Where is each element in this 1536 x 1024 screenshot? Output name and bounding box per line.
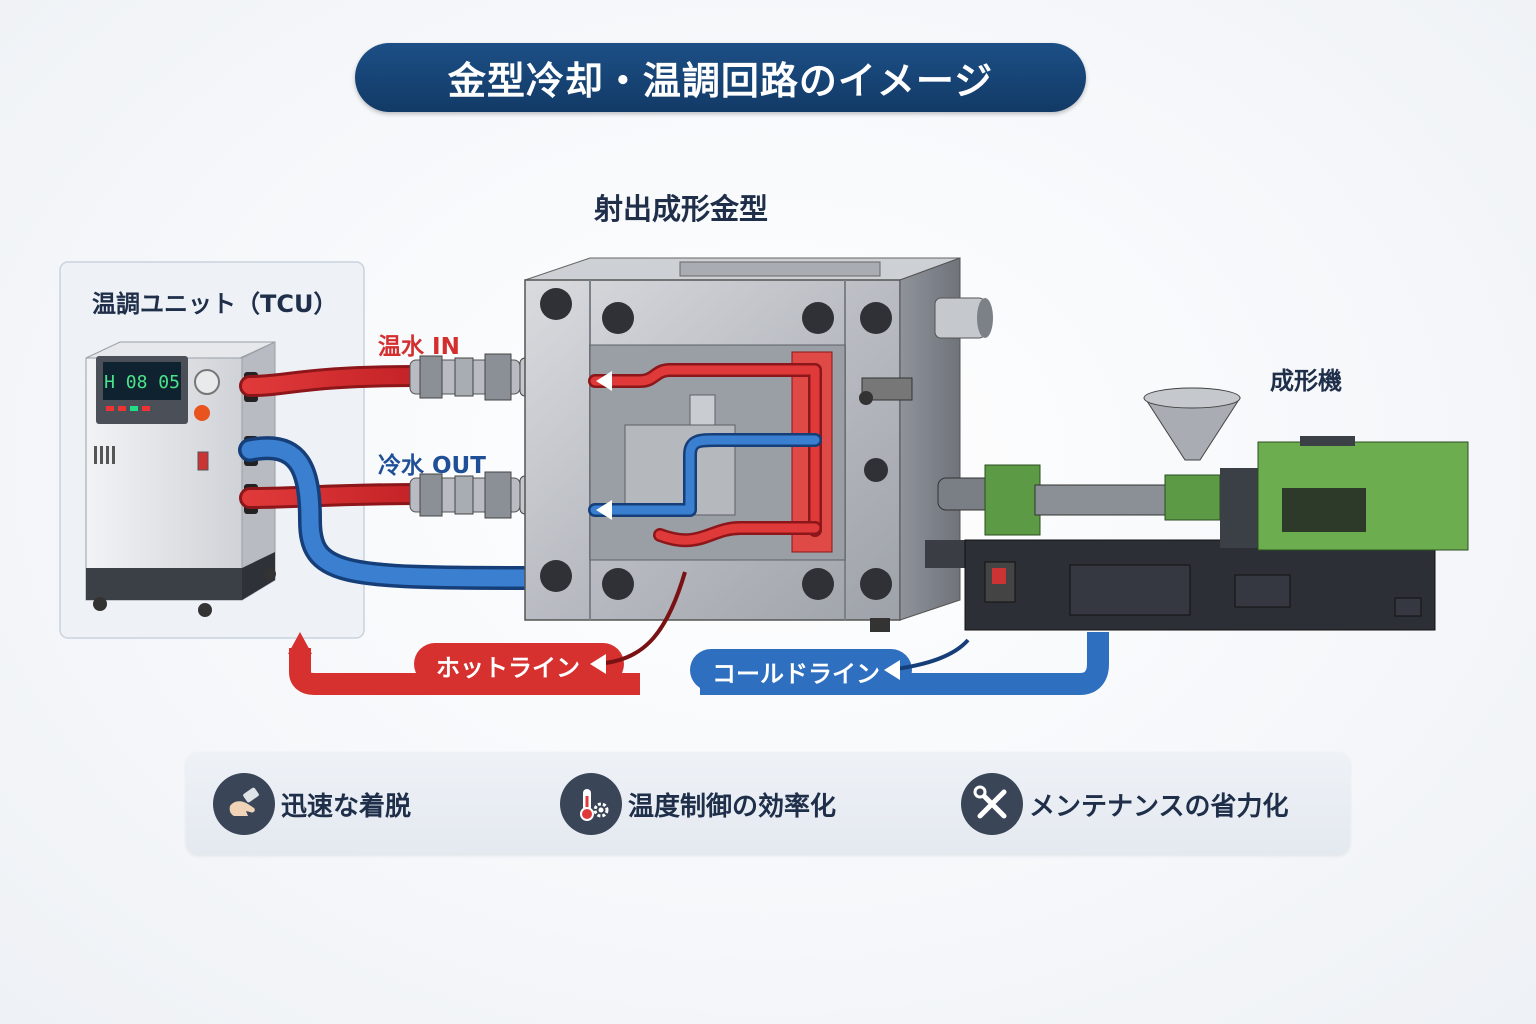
feature-quick-coupling: 迅速な着脱: [213, 773, 411, 835]
feature-maintenance: メンテナンスの省力化: [961, 773, 1288, 835]
mold-label: 射出成形金型: [594, 192, 769, 226]
feature-label: メンテナンスの省力化: [1029, 791, 1289, 822]
wrench-screwdriver-icon: [961, 773, 1023, 835]
tcu-display-readout: H 08 05: [104, 372, 180, 393]
hand-coupler-icon: [213, 773, 275, 835]
cold-line-label: コールドライン: [712, 660, 880, 688]
hot-line-label: ホットライン: [436, 654, 580, 682]
thermometer-gear-icon: [560, 773, 622, 835]
feature-temp-control: 温度制御の効率化: [560, 773, 836, 835]
return-lines: [288, 571, 1109, 695]
tcu-unit: H 08 05: [85, 341, 276, 617]
cold-water-out-label: 冷水 OUT: [378, 453, 486, 479]
warm-water-in-label: 温水 IN: [378, 334, 460, 360]
feature-label: 迅速な着脱: [281, 791, 412, 822]
injection-machine: [925, 387, 1469, 631]
feature-label: 温度制御の効率化: [628, 791, 837, 822]
cooling-channels: [588, 363, 822, 548]
tcu-label: 温調ユニット（TCU）: [92, 290, 338, 318]
hoses: [238, 365, 537, 590]
feature-bar: [186, 752, 1350, 855]
page-title: 金型冷却・温調回路のイメージ: [355, 43, 1086, 112]
machine-label: 成形機: [1270, 367, 1342, 395]
